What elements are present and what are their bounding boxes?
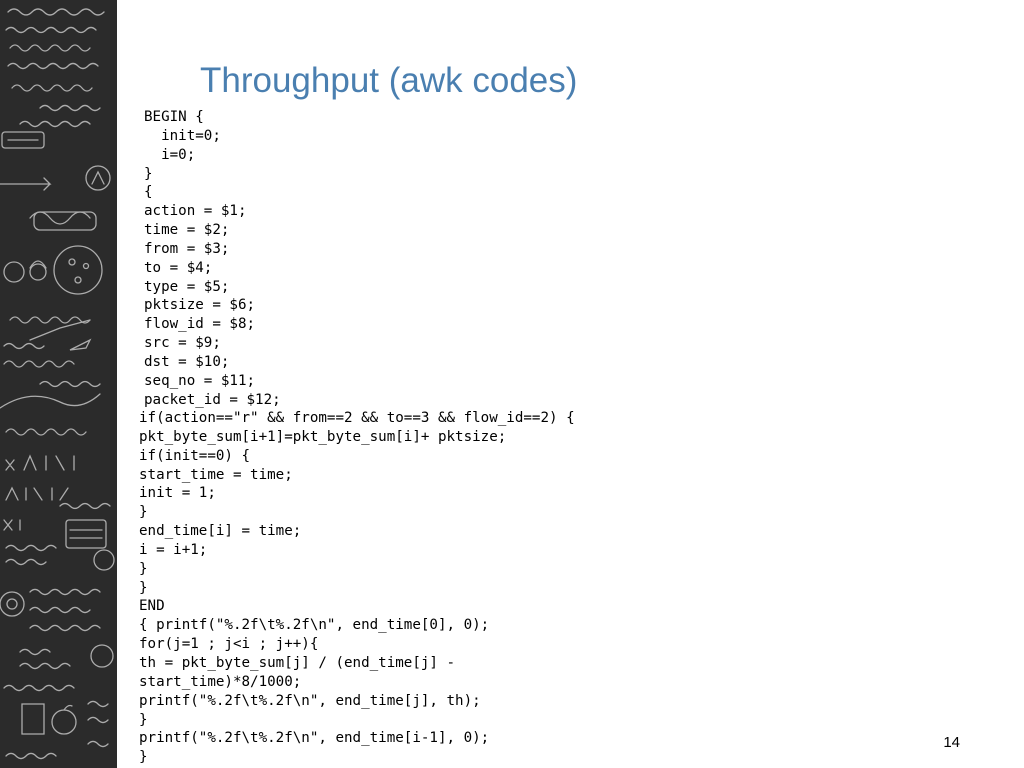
code-line: } [139, 560, 148, 577]
code-line: to = $4; [144, 259, 213, 276]
code-line: } [144, 165, 153, 182]
code-line: th = pkt_byte_sum[j] / (end_time[j] - [139, 654, 456, 671]
code-line: time = $2; [144, 222, 230, 239]
code-line: if(init==0) { [139, 447, 251, 464]
code-line: } [139, 711, 148, 728]
code-line: pktsize = $6; [144, 297, 256, 314]
code-line: END [139, 598, 165, 615]
code-line: action = $1; [144, 203, 247, 220]
code-line: printf("%.2f\t%.2f\n", end_time[i-1], 0)… [139, 730, 490, 747]
code-line: { printf("%.2f\t%.2f\n", end_time[0], 0)… [139, 617, 490, 634]
code-line: i=0; [144, 146, 196, 163]
code-line: } [139, 749, 148, 766]
code-line: printf("%.2f\t%.2f\n", end_time[j], th); [139, 692, 481, 709]
code-line: if(action=="r" && from==2 && to==3 && fl… [139, 410, 575, 426]
code-line: BEGIN { [144, 109, 204, 125]
code-line: src = $9; [144, 335, 221, 352]
code-line: start_time)*8/1000; [139, 673, 302, 690]
code-line: seq_no = $11; [144, 372, 256, 389]
code-line: dst = $10; [144, 353, 230, 370]
code-line: pkt_byte_sum[i+1]=pkt_byte_sum[i]+ pktsi… [139, 428, 507, 445]
slide-title: Throughput (awk codes) [200, 61, 578, 100]
code-line: } [139, 504, 148, 521]
code-line: { [144, 184, 153, 201]
code-line: init=0; [144, 127, 221, 144]
chalkboard-decoration [0, 0, 117, 768]
code-line: for(j=1 ; j<i ; j++){ [139, 636, 319, 653]
code-line: i = i+1; [139, 541, 208, 558]
code-line: end_time[i] = time; [139, 523, 302, 540]
code-line: packet_id = $12; [144, 391, 281, 408]
code-line: init = 1; [139, 485, 216, 502]
code-block-main-section: if(action=="r" && from==2 && to==3 && fl… [139, 409, 575, 767]
code-line: type = $5; [144, 278, 230, 295]
code-line: from = $3; [144, 240, 230, 257]
code-block-begin-section: BEGIN { init=0; i=0; } { action = $1; ti… [144, 108, 281, 410]
page-number: 14 [943, 734, 960, 751]
code-line: start_time = time; [139, 466, 293, 483]
chalk-doodles-image [0, 8, 115, 760]
code-line: flow_id = $8; [144, 316, 256, 333]
code-line: } [139, 579, 148, 596]
